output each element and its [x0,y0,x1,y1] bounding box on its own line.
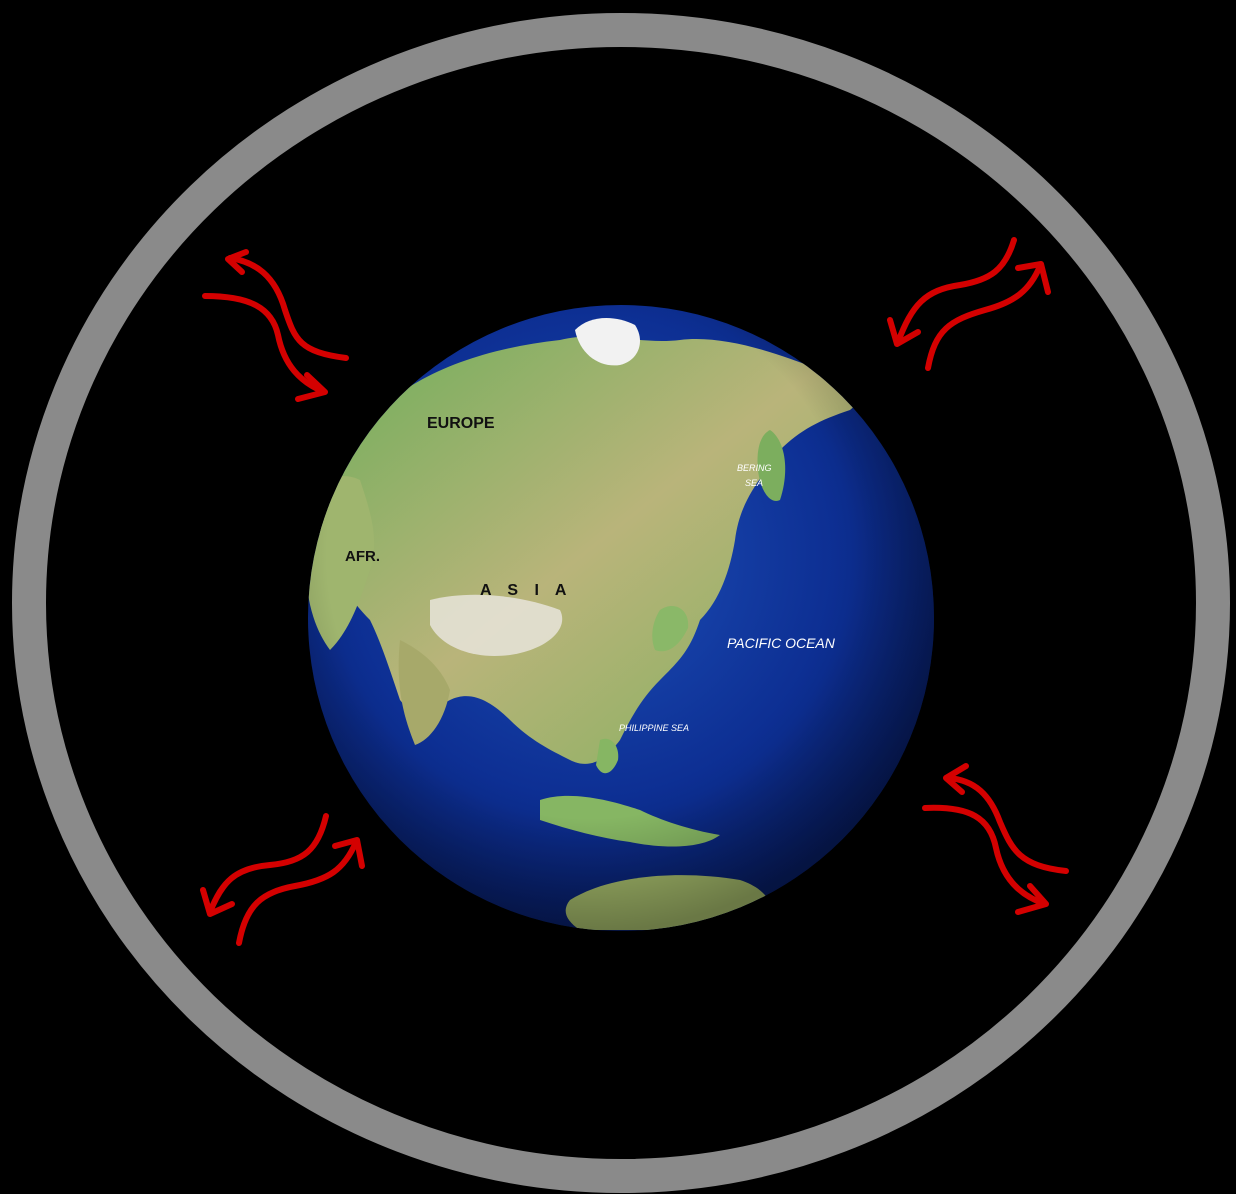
label-pacific-ocean: PACIFIC OCEAN [727,635,836,651]
label-philippine-sea: PHILIPPINE SEA [619,723,689,733]
label-africa: AFR. [345,548,380,565]
label-bering-line2: SEA [745,478,763,488]
label-asia: A S I A [480,582,572,599]
arrow-top-left [205,252,346,399]
label-bering-line1: BERING [737,463,772,473]
arrow-bottom-left [203,816,362,943]
earth-globe [306,305,934,931]
arrow-bottom-right [925,766,1066,912]
label-europe: EUROPE [427,415,495,432]
arrow-top-right [890,240,1048,368]
